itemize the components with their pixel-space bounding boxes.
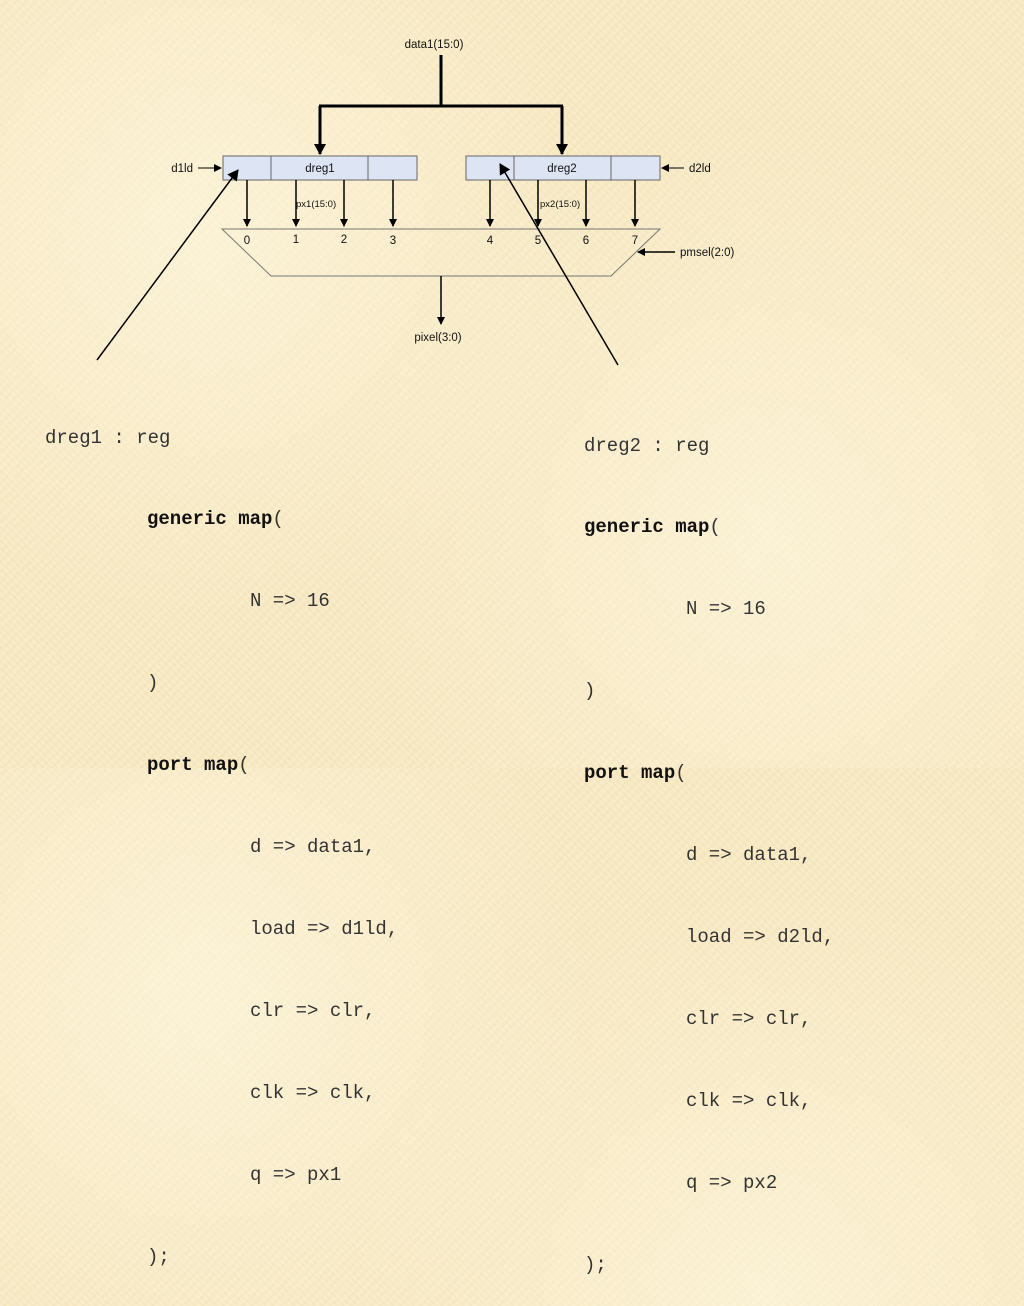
register-mux-diagram: data1(15:0) dreg1 dreg2 d1ld d2ld px1(15…: [96, 39, 734, 366]
code-line: );: [147, 1245, 170, 1268]
code-line: generic map(: [584, 514, 834, 541]
dreg2-code-block: dreg2 : reg generic map( N => 16 ) port …: [584, 378, 834, 1306]
code2-pointer-arrow: [499, 163, 619, 366]
d1ld-label: d1ld: [171, 163, 193, 175]
code-line: d => data1,: [686, 844, 812, 867]
code-line: port map(: [584, 760, 834, 787]
code-line: q => px1: [250, 1163, 342, 1186]
code-line: clr => clr,: [250, 999, 376, 1022]
code-line: generic map(: [45, 506, 398, 533]
d2ld-label: d2ld: [689, 163, 711, 175]
mux-input-5: 5: [535, 235, 541, 247]
code-line: d => data1,: [250, 836, 376, 859]
code-text: (: [238, 754, 250, 777]
keyword: generic map: [147, 508, 273, 531]
keyword: port map: [147, 754, 239, 777]
dreg1-register: [222, 155, 418, 181]
mux-input-3: 3: [390, 235, 396, 247]
mux-input-2: 2: [341, 234, 347, 246]
code-line: N => 16: [250, 590, 330, 613]
dreg1-code-block: dreg1 : reg generic map( N => 16 ) port …: [45, 370, 398, 1298]
code-line: port map(: [45, 752, 398, 779]
code1-pointer-arrow: [96, 169, 239, 361]
dreg2-register: [465, 155, 661, 181]
code-text: (: [709, 516, 721, 539]
keyword: generic map: [584, 516, 710, 539]
code-line: dreg1 : reg: [45, 426, 171, 449]
px2-bus-label: px2(15:0): [540, 199, 580, 210]
mux-input-0: 0: [244, 235, 250, 247]
dreg1-label: dreg1: [305, 163, 334, 175]
pixel-output-label: pixel(3:0): [414, 332, 461, 344]
register-output-arrows: [243, 180, 639, 227]
dreg2-label: dreg2: [547, 163, 576, 175]
keyword: port map: [584, 762, 676, 785]
code-line: load => d2ld,: [686, 925, 835, 948]
code-line: clk => clk,: [686, 1089, 812, 1112]
pmsel-label: pmsel(2:0): [680, 247, 734, 259]
code-line: N => 16: [686, 598, 766, 621]
code-line: dreg2 : reg: [584, 434, 710, 457]
code-line: clr => clr,: [686, 1007, 812, 1030]
mux-input-labels: 0 1 2 3 4 5 6 7: [244, 234, 638, 247]
mux-input-6: 6: [583, 235, 589, 247]
code-line: ): [147, 672, 159, 695]
mux-input-1: 1: [293, 234, 299, 246]
code-line: );: [584, 1253, 607, 1276]
mux-input-7: 7: [632, 235, 638, 247]
pixel-mux: [220, 228, 662, 277]
code-line: ): [584, 680, 596, 703]
code-line: q => px2: [686, 1171, 778, 1194]
code-text: (: [675, 762, 687, 785]
px1-bus-label: px1(15:0): [296, 199, 336, 210]
mux-input-4: 4: [487, 235, 494, 247]
data1-bus-label: data1(15:0): [405, 39, 464, 51]
code-line: load => d1ld,: [250, 917, 399, 940]
code-line: clk => clk,: [250, 1081, 376, 1104]
code-text: (: [272, 508, 284, 531]
